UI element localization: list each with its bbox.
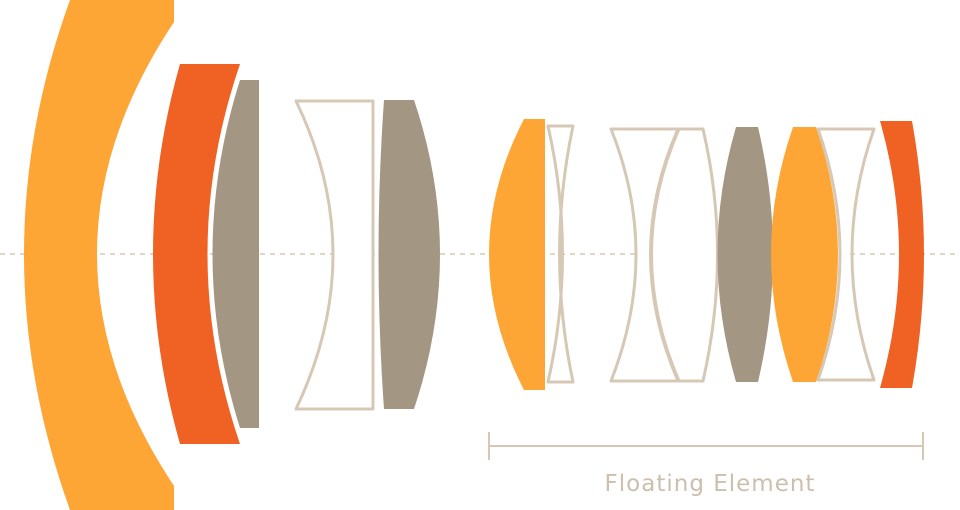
lens-element-2 (153, 64, 240, 444)
lens-element-6 (489, 119, 545, 390)
floating-element-label: Floating Element (605, 471, 816, 497)
lens-element-9 (650, 127, 719, 383)
lens-element-7 (546, 124, 575, 384)
lens-element-11 (771, 127, 838, 382)
lens-element-10 (717, 127, 773, 382)
floating-element-bracket (488, 432, 924, 460)
lens-element-5 (378, 100, 440, 409)
lens-element-4 (294, 99, 375, 411)
lens-element-3 (212, 80, 259, 428)
lens-element-13 (880, 121, 924, 388)
lens-element-12 (816, 127, 876, 382)
lens-element-1 (24, 0, 174, 510)
